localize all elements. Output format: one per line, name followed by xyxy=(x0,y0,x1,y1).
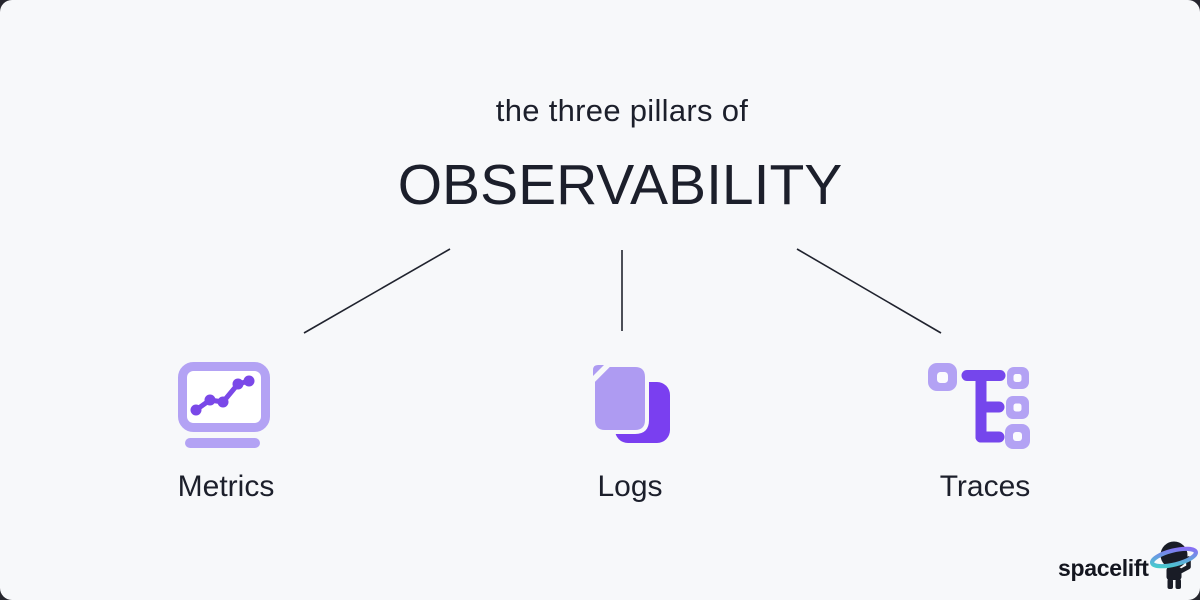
planet-ring xyxy=(1149,546,1198,569)
monitor-stand xyxy=(185,438,260,448)
branding: spacelift xyxy=(1058,534,1200,594)
folded-corner xyxy=(593,365,604,376)
chart-points xyxy=(190,375,255,416)
tree-trunk xyxy=(961,370,1006,443)
monitor-line-chart-icon xyxy=(176,360,272,455)
tree-nodes xyxy=(928,363,1030,449)
spacelift-logo-text: spacelift xyxy=(1058,555,1149,581)
pillar-label-metrics: Metrics xyxy=(177,470,275,503)
front-document xyxy=(591,363,649,434)
pillar-label-logs: Logs xyxy=(597,470,663,503)
pillar-label-traces: Traces xyxy=(939,470,1031,503)
connector-line-right xyxy=(796,248,942,334)
trace-tree-icon xyxy=(926,359,1032,456)
stacked-documents-icon xyxy=(588,361,674,452)
spacelift-astronaut-icon xyxy=(1149,541,1198,589)
subtitle: the three pillars of xyxy=(495,93,749,128)
page-title: OBSERVABILITY xyxy=(397,153,843,217)
connector-line-left xyxy=(303,248,451,334)
